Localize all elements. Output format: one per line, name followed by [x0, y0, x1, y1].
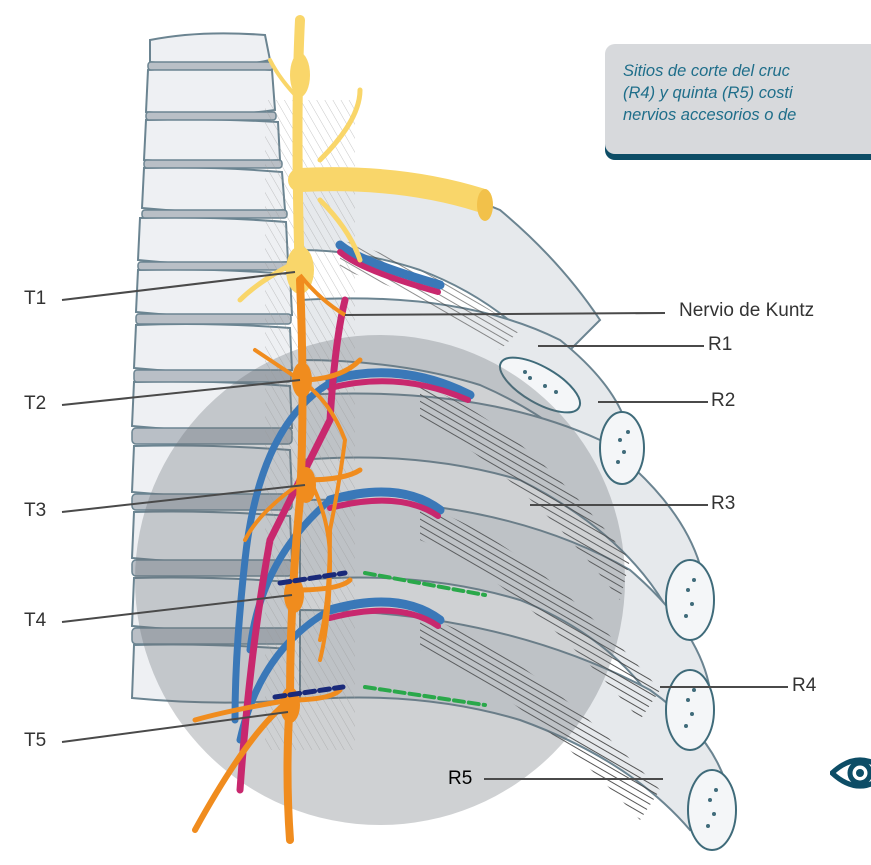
label-r4: R4	[792, 676, 816, 695]
plexus-cut-end	[477, 189, 493, 221]
label-r2: R2	[711, 391, 735, 410]
label-r1: R1	[708, 335, 732, 354]
label-t5: T5	[24, 731, 46, 750]
label-t2: T2	[24, 394, 46, 413]
cervical-ganglion	[290, 53, 310, 97]
callout-line-1: Sitios de corte del cruc	[623, 60, 871, 82]
label-r3: R3	[711, 494, 735, 513]
callout-line-2: (R4) y quinta (R5) costi	[623, 82, 871, 104]
label-t3: T3	[24, 501, 46, 520]
label-kuntz-nerve: Nervio de Kuntz	[679, 301, 814, 320]
label-r5: R5	[448, 769, 472, 788]
callout-text: Sitios de corte del cruc (R4) y quinta (…	[623, 60, 871, 126]
callout-line-3: nervios accesorios o de	[623, 104, 871, 126]
surgical-field-shading	[135, 335, 625, 825]
callout-box: Sitios de corte del cruc (R4) y quinta (…	[605, 44, 871, 154]
eye-icon[interactable]	[830, 745, 871, 805]
label-t4: T4	[24, 611, 46, 630]
label-t1: T1	[24, 289, 46, 308]
